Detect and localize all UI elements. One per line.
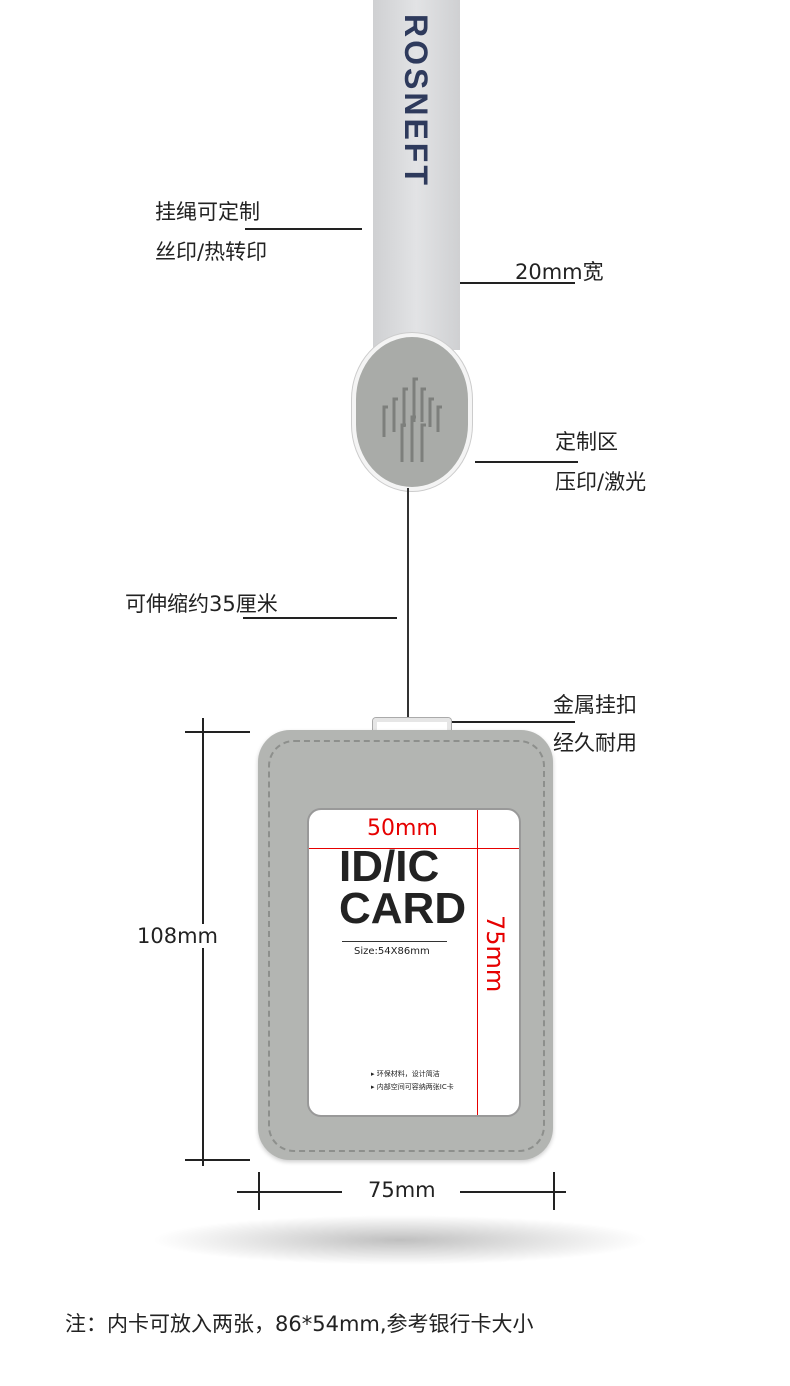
retractable-cord	[407, 488, 409, 720]
label-lanyard-custom: 挂绳可定制	[155, 200, 260, 224]
floor-shadow	[150, 1215, 650, 1265]
window-height-label: 75mm	[481, 915, 509, 993]
lanyard-brand: ROSNEFT	[398, 14, 434, 188]
label-holder-width: 75mm	[368, 1178, 436, 1202]
label-width: 20mm宽	[515, 260, 604, 284]
label-clip-durable: 经久耐用	[553, 731, 637, 755]
window-width-label: 50mm	[367, 816, 438, 841]
retractable-reel	[352, 333, 472, 491]
logo-icon	[382, 377, 442, 462]
label-lanyard-print: 丝印/热转印	[155, 240, 268, 264]
lanyard-strap	[373, 0, 460, 350]
card-size: Size:54X86mm	[354, 946, 430, 957]
holder-stitching	[268, 740, 545, 1152]
label-zone-method: 压印/激光	[555, 470, 647, 494]
footnote: 注：内卡可放入两张，86*54mm,参考银行卡大小	[65, 1312, 534, 1336]
label-clip: 金属挂扣	[553, 693, 637, 717]
label-height: 108mm	[137, 924, 218, 948]
label-zone: 定制区	[555, 430, 618, 454]
card-bullets: ▸ 环保材料，设计简洁▸ 内部空间可容纳两张IC卡	[371, 1070, 454, 1091]
label-retract: 可伸缩约35厘米	[125, 592, 278, 616]
